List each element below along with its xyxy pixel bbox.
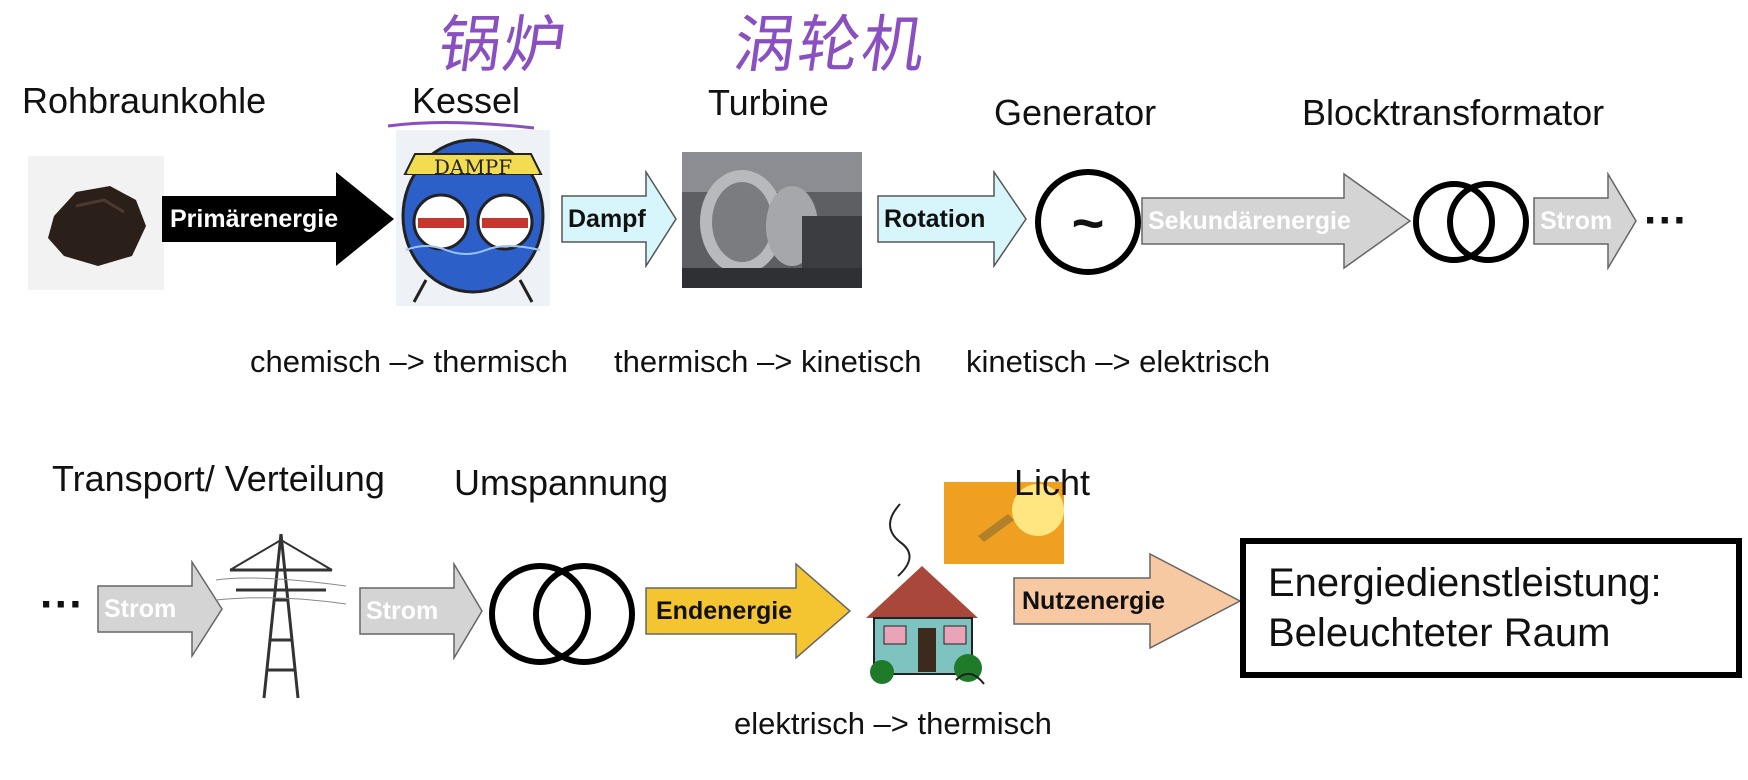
energy-service-title: Energiedienstleistung: [1268,561,1662,605]
arrow-current-bottom-1: Strom [96,560,224,658]
arrow-secondary-energy: Sekundärenergie [1140,172,1412,270]
boiler-image: DAMPF [396,130,550,306]
coal-image [28,156,164,290]
arrow-label-rotation: Rotation [884,204,986,233]
boiler-label: DAMPF [434,155,512,179]
arrow-current-bottom-2: Strom [358,562,484,660]
arrow-useful-energy: Nutzenergie [1012,552,1242,650]
conversion-electric-thermal: elektrisch –> thermisch [734,706,1052,741]
energy-service-box: Energiedienstleistung: Beleuchteter Raum [1240,538,1742,678]
conversion-kinetic-electric: kinetisch –> elektrisch [966,344,1271,379]
arrow-final-energy: Endenergie [644,562,852,660]
stage-label-transform: Umspannung [454,462,669,503]
arrow-label-current-bottom-2: Strom [366,596,439,625]
arrow-label-current-top: Strom [1540,206,1613,235]
stage-label-generator: Generator [994,92,1157,133]
generator-tilde: ~ [1071,190,1105,254]
stage-label-transformer: Blocktransformator [1302,92,1605,133]
handwritten-note-boiler: 锅炉 [434,8,573,81]
arrow-rotation: Rotation [876,170,1028,268]
arrow-primary-energy: Primärenergie [160,170,396,268]
stage-label-coal: Rohbraunkohle [22,80,267,121]
conversion-thermal-kinetic: thermisch –> kinetisch [614,344,922,379]
energy-service-description: Beleuchteter Raum [1268,611,1611,655]
arrow-label-useful: Nutzenergie [1022,586,1166,615]
stage-label-boiler: Kessel [412,80,521,121]
power-pylon-image [216,533,346,699]
arrow-label-final: Endenergie [656,596,793,625]
handwritten-underline [387,120,535,130]
stage-label-transport: Transport/ Verteilung [52,458,385,499]
generator-symbol: ~ [1033,167,1143,277]
turbine-image [682,152,862,288]
arrow-label-steam: Dampf [568,204,646,233]
arrow-current-top: Strom [1532,172,1638,270]
house-image [866,503,985,685]
stage-label-light: Licht [1014,462,1091,503]
conversion-chemical-thermal: chemisch –> thermisch [250,344,568,379]
block-transformer-symbol [1413,181,1529,263]
arrow-steam: Dampf [560,170,678,268]
handwritten-note-turbine: 涡轮机 [729,8,932,81]
arrow-label-secondary: Sekundärenergie [1148,206,1351,235]
stage-label-turbine: Turbine [708,82,829,123]
ellipsis-top: ··· [1644,196,1688,245]
arrow-label-current-bottom-1: Strom [104,594,177,623]
arrow-label-primary: Primärenergie [170,204,339,233]
light-bulb-image [944,482,1064,564]
substation-transformer-symbol [489,563,635,665]
ellipsis-bottom: ··· [40,580,84,629]
